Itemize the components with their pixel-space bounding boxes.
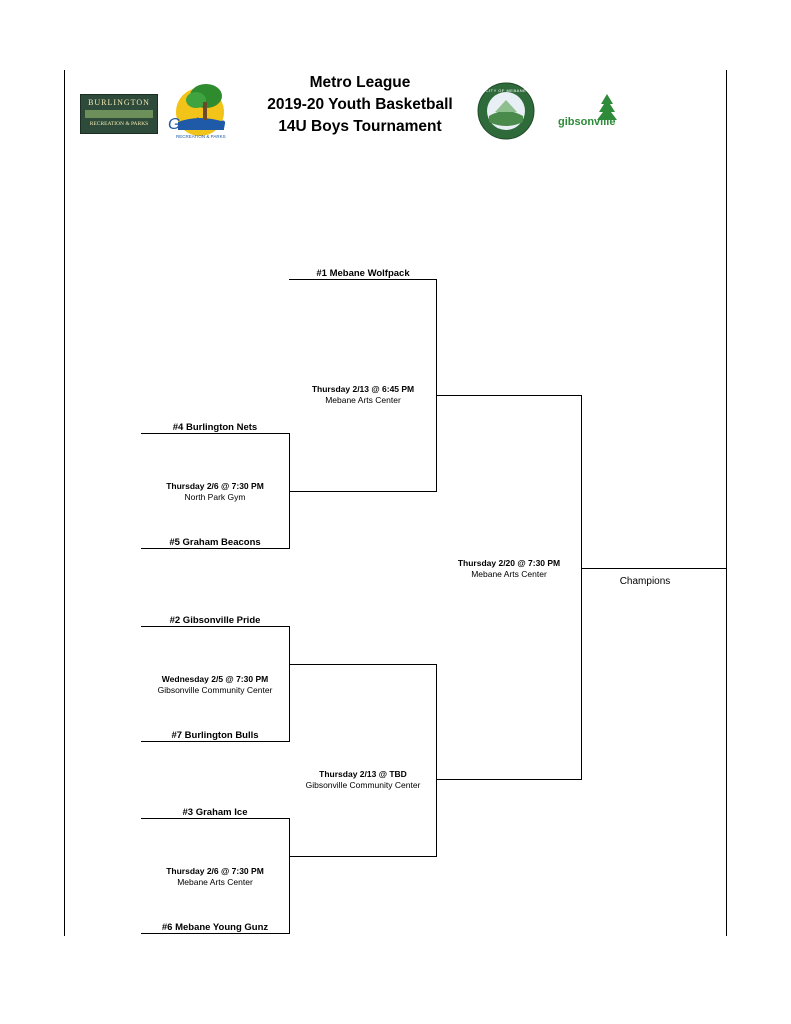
bracket-line-g27-winner	[289, 664, 437, 665]
bracket-line-seed1	[289, 279, 437, 280]
page-border-right	[726, 70, 727, 936]
graham-logo: Graham RECREATION & PARKS	[166, 78, 238, 142]
team-seed2: #2 Gibsonville Pride	[169, 615, 261, 626]
title-line-3: 14U Boys Tournament	[278, 118, 442, 135]
mebane-seal: CITY OF MEBANE	[477, 82, 535, 140]
burlington-logo: BURLINGTON RECREATION & PARKS	[80, 94, 158, 134]
bracket-line-seed3	[141, 818, 290, 819]
bracket-line-semi1-vertical	[436, 279, 437, 492]
game-info-semifinal-2: Thursday 2/13 @ TBD Gibsonville Communit…	[289, 769, 437, 791]
burlington-logo-stripe	[85, 110, 153, 118]
team-seed5: #5 Graham Beacons	[169, 537, 261, 548]
game-info-3v6: Thursday 2/6 @ 7:30 PM Mebane Arts Cente…	[141, 866, 289, 888]
mebane-seal-icon	[477, 82, 535, 140]
bracket-line-champion	[581, 568, 727, 569]
champions-label: Champions	[619, 576, 671, 587]
bracket-line-final-vertical	[581, 395, 582, 780]
game-time: Thursday 2/20 @ 7:30 PM	[457, 558, 561, 568]
game-location: Gibsonville Community Center	[157, 685, 273, 695]
team-seed4: #4 Burlington Nets	[172, 422, 258, 433]
game-location: Mebane Arts Center	[325, 395, 401, 405]
burlington-logo-subtext: RECREATION & PARKS	[89, 121, 149, 127]
burlington-logo-text: BURLINGTON	[88, 98, 150, 107]
title-line-2: 2019-20 Youth Basketball	[267, 96, 453, 113]
bracket-line-seed7	[141, 741, 290, 742]
game-location: Mebane Arts Center	[177, 877, 253, 887]
graham-tree-icon	[176, 84, 224, 136]
game-location: Gibsonville Community Center	[305, 780, 421, 790]
game-info-2v7: Wednesday 2/5 @ 7:30 PM Gibsonville Comm…	[141, 674, 289, 696]
mebane-seal-text: CITY OF MEBANE	[485, 88, 527, 93]
game-time: Thursday 2/13 @ TBD	[319, 769, 407, 779]
gibsonville-tree-icon	[597, 94, 617, 120]
bracket-line-g27-vertical	[289, 626, 290, 742]
bracket-line-seed6	[141, 933, 290, 934]
bracket-line-semi2-vertical	[436, 664, 437, 857]
game-time: Thursday 2/6 @ 7:30 PM	[166, 866, 264, 876]
game-info-4v5: Thursday 2/6 @ 7:30 PM North Park Gym	[141, 481, 289, 503]
page-border-left	[64, 70, 65, 936]
game-time: Thursday 2/13 @ 6:45 PM	[311, 384, 415, 394]
bracket-line-g45-winner	[289, 491, 437, 492]
team-seed3: #3 Graham Ice	[182, 807, 248, 818]
game-info-final: Thursday 2/20 @ 7:30 PM Mebane Arts Cent…	[436, 558, 582, 580]
game-time: Wednesday 2/5 @ 7:30 PM	[161, 674, 269, 684]
game-time: Thursday 2/6 @ 7:30 PM	[166, 481, 264, 491]
team-seed1: #1 Mebane Wolfpack	[316, 268, 410, 279]
gibsonville-logo: gibsonville	[556, 92, 626, 134]
bracket-line-seed4	[141, 433, 290, 434]
team-seed7: #7 Burlington Bulls	[171, 730, 259, 741]
game-location: North Park Gym	[184, 492, 246, 502]
title-line-1: Metro League	[309, 74, 411, 91]
game-location: Mebane Arts Center	[471, 569, 547, 579]
page-title: Metro League 2019-20 Youth Basketball 14…	[240, 72, 480, 138]
bracket-line-seed5	[141, 548, 290, 549]
bracket-line-g36-winner	[289, 856, 437, 857]
bracket-line-seed2	[141, 626, 290, 627]
bracket-line-semi1-winner	[436, 395, 582, 396]
game-info-semifinal-1: Thursday 2/13 @ 6:45 PM Mebane Arts Cent…	[289, 384, 437, 406]
bracket-line-g36-vertical	[289, 818, 290, 934]
team-seed6: #6 Mebane Young Gunz	[161, 922, 269, 933]
graham-logo-subtext: RECREATION & PARKS	[176, 134, 226, 139]
gibsonville-logo-text: gibsonville	[558, 116, 616, 128]
graham-logo-text: Graham	[168, 116, 226, 133]
bracket-line-semi2-winner	[436, 779, 582, 780]
